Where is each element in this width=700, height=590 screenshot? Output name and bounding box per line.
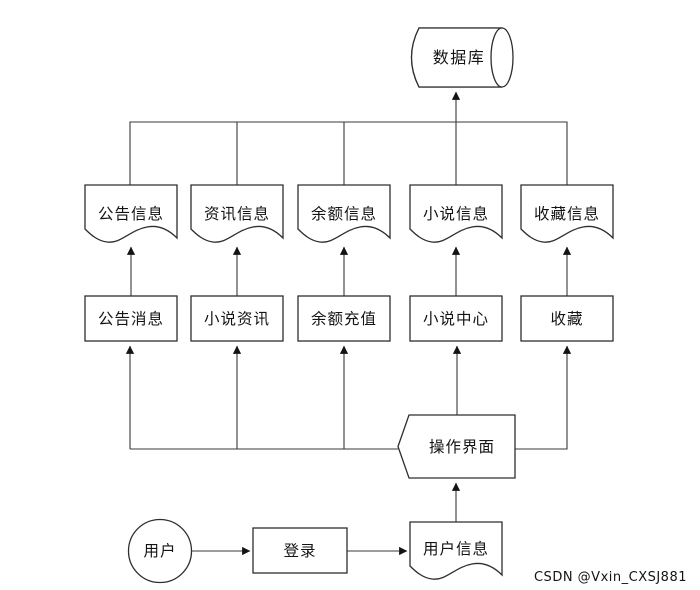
module-rect (190, 295, 284, 342)
node-operation-interface: 操作界面 (397, 414, 516, 479)
display-shape (397, 414, 516, 479)
module-rect (297, 295, 391, 342)
csdn-watermark: CSDN @Vxin_CXSJ881 (534, 570, 687, 585)
node-module-novel-center: 小说中心 (409, 295, 503, 342)
database-label: 数据库 (433, 48, 486, 67)
document-shape (84, 184, 178, 243)
document-shape (190, 184, 284, 243)
node-module-announcement-message: 公告消息 (84, 295, 178, 342)
user-info-label: 用户信息 (423, 540, 489, 558)
document-shape (520, 184, 614, 243)
node-module-favorites: 收藏 (520, 295, 614, 342)
datastore-label: 收藏信息 (534, 205, 600, 223)
connector-operation-to-favorites (515, 345, 572, 450)
module-rect (409, 295, 503, 342)
document-shape (297, 184, 391, 243)
module-label: 公告消息 (98, 310, 164, 328)
module-label: 余额充值 (311, 309, 377, 328)
node-user: 用户 (127, 518, 193, 584)
node-datastore-novel-info: 小说信息 (409, 184, 503, 243)
login-rect (252, 527, 348, 574)
node-login: 登录 (252, 527, 348, 574)
user-circle (127, 518, 193, 584)
operation-interface-label: 操作界面 (429, 438, 495, 456)
datastore-label: 公告信息 (98, 205, 164, 223)
database-cylinder-body (410, 27, 502, 88)
datastore-label: 余额信息 (311, 204, 377, 223)
module-rect (84, 295, 178, 342)
node-module-balance-recharge: 余额充值 (297, 295, 391, 342)
document-shape (409, 184, 503, 243)
node-user-info: 用户信息 (409, 521, 503, 580)
node-database: 数据库 (410, 27, 514, 88)
module-rect (520, 295, 614, 342)
document-shape (409, 521, 503, 580)
login-label: 登录 (283, 542, 316, 560)
module-label: 小说资讯 (204, 310, 270, 328)
node-datastore-announcement-info: 公告信息 (84, 184, 178, 243)
database-cylinder-end (490, 27, 514, 88)
connector-bus-datastores (129, 121, 568, 185)
module-label: 收藏 (550, 310, 583, 328)
datastore-label: 资讯信息 (204, 205, 270, 223)
node-datastore-news-info: 资讯信息 (190, 184, 284, 243)
connector-layer (125, 91, 572, 556)
user-label: 用户 (143, 542, 176, 560)
node-module-novel-news: 小说资讯 (190, 295, 284, 342)
module-label: 小说中心 (423, 310, 489, 328)
node-datastore-balance-info: 余额信息 (297, 184, 391, 243)
datastore-label: 小说信息 (423, 205, 489, 223)
node-datastore-favorites-info: 收藏信息 (520, 184, 614, 243)
